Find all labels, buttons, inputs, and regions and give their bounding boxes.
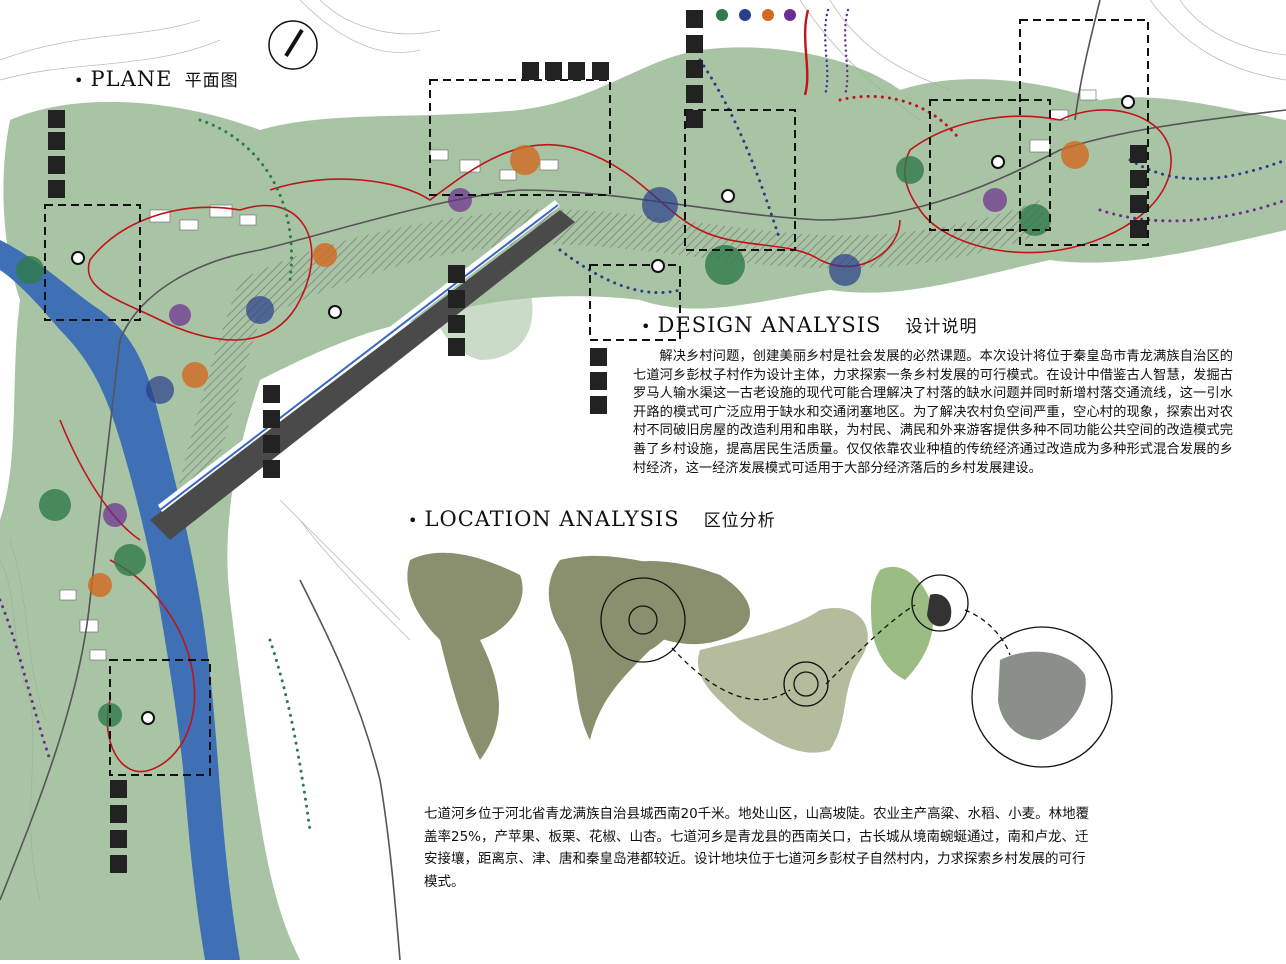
location-title-cn: 区位分析 — [703, 511, 776, 531]
hebei-map — [870, 566, 934, 680]
legend-lines — [803, 8, 850, 97]
design-paragraph: 解决乡村问题，创建美丽乡村是社会发展的必然课题。本次设计将位于秦皇岛市青龙满族自… — [633, 349, 1233, 476]
river — [0, 240, 240, 960]
dotted-paths — [0, 58, 1286, 832]
qinglong-map — [998, 651, 1086, 740]
plane-heading: • PLANE 平面图 — [74, 66, 239, 91]
design-title-cn: 设计说明 — [905, 317, 978, 337]
plane-title-en: PLANE — [90, 67, 173, 91]
location-heading: • LOCATION ANALYSIS 区位分析 — [408, 506, 776, 531]
location-paragraph: 七道河乡位于河北省青龙满族自治县城西南20千米。地处山区，山高坡陡。农业主产高粱… — [424, 806, 1090, 890]
plane-title-cn: 平面图 — [184, 71, 239, 91]
location-title-en: LOCATION ANALYSIS — [424, 507, 680, 531]
legend-markers — [716, 9, 796, 21]
qinhuangdao-map — [927, 594, 952, 627]
location-maps — [407, 552, 1086, 760]
design-bullet: • — [641, 317, 652, 336]
red-routes — [59, 109, 1172, 773]
valley-strip — [170, 200, 1050, 520]
legend-icons — [48, 10, 1147, 873]
target-markers — [71, 95, 1135, 725]
design-heading: • DESIGN ANALYSIS 设计说明 — [641, 312, 978, 337]
location-bullet: • — [408, 511, 419, 530]
china-map — [698, 608, 868, 753]
location-circles — [600, 574, 1113, 768]
dashed-zones — [44, 19, 1149, 776]
dot-clusters — [16, 141, 1089, 727]
world-map — [407, 552, 800, 760]
compass-icon — [268, 20, 318, 70]
plane-bullet: • — [74, 71, 85, 90]
design-title-en: DESIGN ANALYSIS — [657, 313, 882, 337]
